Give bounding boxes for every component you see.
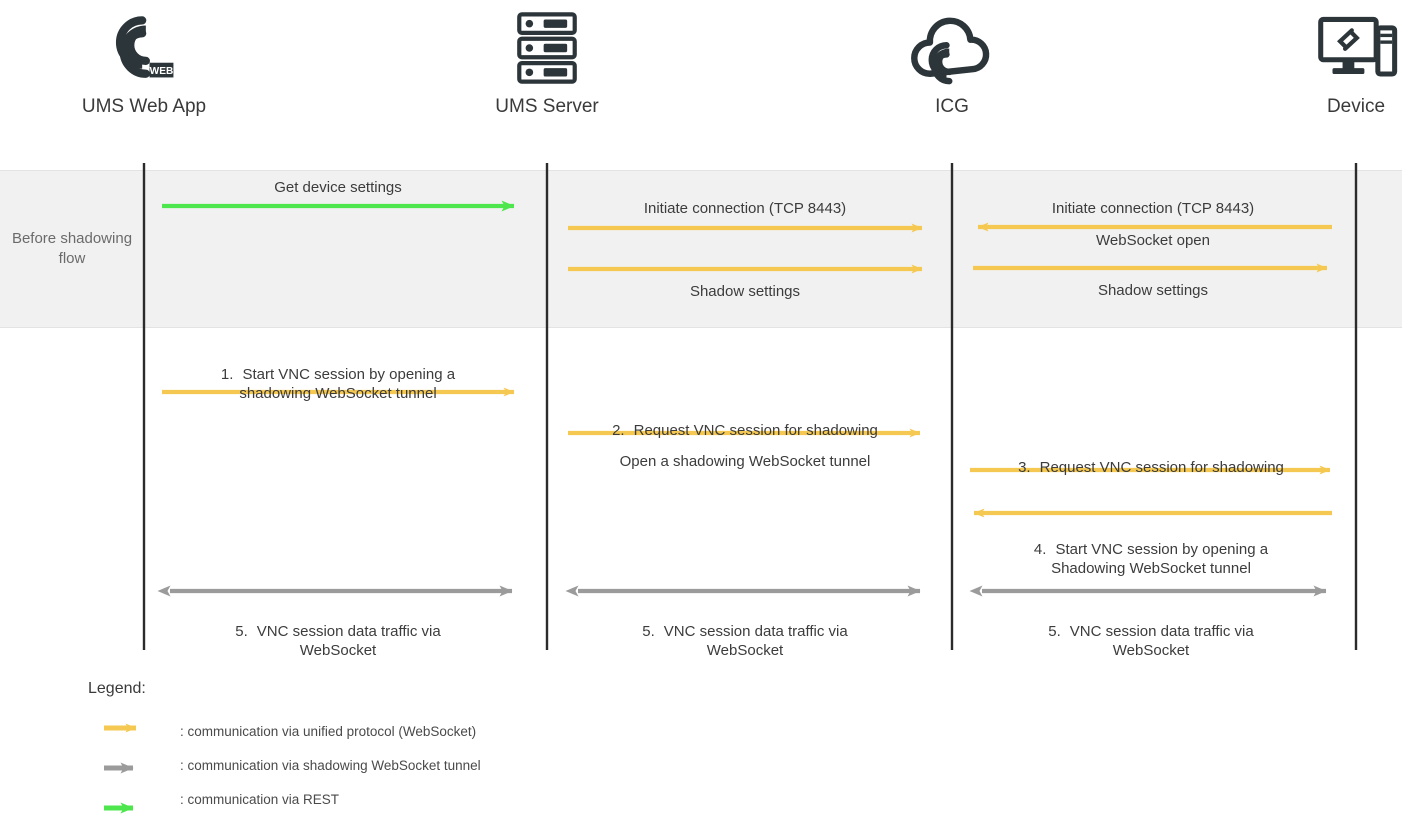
- msg-get-device-settings: Get device settings: [274, 179, 402, 196]
- step-text: VNC session data traffic via WebSocket: [1069, 623, 1254, 659]
- before-shadowing-band: [0, 170, 1402, 328]
- legend-item-unified: : communication via unified protocol (We…: [104, 714, 481, 748]
- server-rack-icon: [447, 0, 647, 96]
- legend-item-label: : communication via REST: [180, 791, 340, 807]
- step-text: Request VNC session for shadowing: [1039, 459, 1284, 476]
- band-label: Before shadowing flow: [11, 230, 133, 267]
- msg-step-4: 4.Start VNC session by opening a Shadowi…: [972, 521, 1330, 578]
- step-index: 2.: [612, 422, 625, 439]
- msg-step-5-server: 5. VNC session data traffic via WebSocket: [568, 603, 922, 660]
- step-text: VNC session data traffic via WebSocket: [256, 623, 441, 659]
- legend-item-label: : communication via unified protocol (We…: [180, 723, 477, 739]
- msg-shadow-settings-server: Shadow settings: [689, 283, 801, 300]
- svg-text:WEB: WEB: [150, 66, 174, 77]
- msg-step-5-web: 5. VNC session data traffic via WebSocket: [162, 603, 514, 660]
- legend-item-rest: : communication via REST: [104, 782, 481, 816]
- step-index: 4.: [1033, 541, 1047, 558]
- msg-shadow-settings-icg: Shadow settings: [1097, 282, 1209, 299]
- actor-icg: ICG: [852, 0, 1052, 118]
- step-index: 1.: [220, 366, 234, 383]
- msg-initiate-connection-icg: Initiate connection (TCP 8443): [1051, 200, 1255, 217]
- actor-ums-server: UMS Server: [447, 0, 647, 118]
- step-index: 5.: [642, 623, 655, 640]
- ums-web-app-logo-icon: WEB: [44, 0, 244, 96]
- step-index: 5.: [1048, 623, 1061, 640]
- msg-step-2-sub: Open a shadowing WebSocket tunnel: [619, 453, 871, 470]
- arrow-gray-icon: [104, 755, 164, 775]
- actor-ums-web-app: WEB UMS Web App: [44, 0, 244, 118]
- arrow-green-icon: [104, 789, 164, 809]
- actor-device: Device: [1256, 0, 1412, 118]
- step-text: VNC session data traffic via WebSocket: [663, 623, 848, 659]
- legend: Legend: : communication via unified prot…: [88, 680, 481, 816]
- actor-label: UMS Web App: [81, 96, 207, 117]
- msg-initiate-connection-server: Initiate connection (TCP 8443): [643, 200, 847, 217]
- step-text: Request VNC session for shadowing: [633, 422, 878, 439]
- step-text: Start VNC session by opening a Shadowing…: [1051, 541, 1269, 577]
- cloud-gateway-icon: [852, 0, 1052, 96]
- step-index: 5.: [235, 623, 248, 640]
- legend-item-shadow: : communication via shadowing WebSocket …: [104, 748, 481, 782]
- actor-label: ICG: [935, 96, 969, 117]
- desktop-computer-icon: [1256, 0, 1412, 96]
- msg-step-2: 2. Request VNC session for shadowing: [568, 402, 922, 440]
- legend-title: Legend:: [88, 680, 146, 697]
- legend-item-label: : communication via shadowing WebSocket …: [180, 757, 481, 773]
- actor-label: Device: [1326, 96, 1386, 117]
- msg-step-3: 3. Request VNC session for shadowing: [972, 439, 1330, 477]
- msg-step-1: 1. Start VNC session by opening a shadowi…: [162, 346, 514, 403]
- step-text: Start VNC session by opening a shadowing…: [239, 366, 456, 402]
- actor-label: UMS Server: [495, 96, 599, 117]
- msg-step-5-icg: 5. VNC session data traffic via WebSocket: [972, 603, 1330, 660]
- msg-websocket-open: WebSocket open: [1096, 232, 1210, 249]
- arrow-yellow-icon: [104, 721, 164, 741]
- step-index: 3.: [1018, 459, 1031, 476]
